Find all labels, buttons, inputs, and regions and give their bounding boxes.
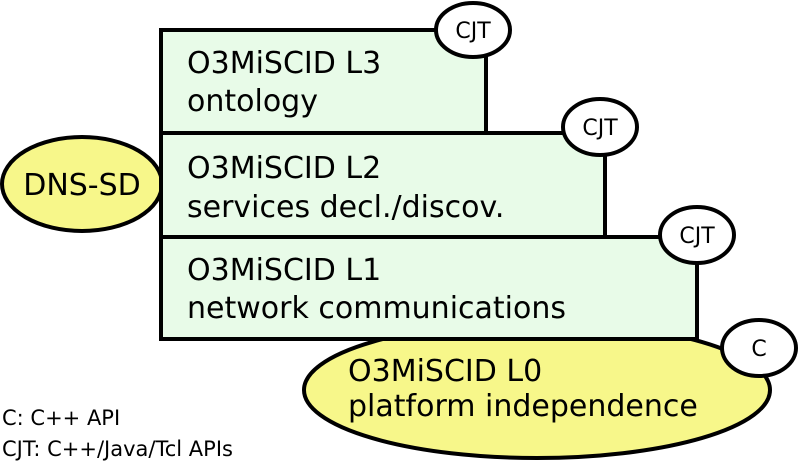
layer-l2-badge-label: CJT bbox=[582, 116, 618, 141]
layer-l3-title: O3MiSCID L3 bbox=[187, 46, 381, 81]
layer-l0-subtitle: platform independence bbox=[348, 389, 698, 424]
layer-l0-badge-label: C bbox=[751, 337, 766, 362]
layer-l1-subtitle: network communications bbox=[187, 291, 566, 326]
layer-l0-title: O3MiSCID L0 bbox=[348, 354, 542, 389]
layer-l1-title: O3MiSCID L1 bbox=[187, 253, 381, 288]
dns-sd-label: DNS-SD bbox=[23, 168, 141, 203]
layer-l1-badge bbox=[658, 205, 736, 265]
layer-l0: O3MiSCID L0 platform independence C bbox=[302, 318, 798, 460]
layer-l2-subtitle: services decl./discov. bbox=[187, 190, 504, 225]
legend-item-cjt: CJT: C++/Java/Tcl APIs bbox=[2, 437, 233, 461]
legend: C: C++ API CJT: C++/Java/Tcl APIs bbox=[2, 406, 233, 461]
layer-l3: O3MiSCID L3 ontology CJT bbox=[159, 1, 512, 135]
layer-l0-badge bbox=[720, 318, 798, 378]
layer-l2: O3MiSCID L2 services decl./discov. CJT bbox=[159, 97, 639, 239]
layer-l1-badge-label: CJT bbox=[679, 224, 715, 249]
layer-l2-title: O3MiSCID L2 bbox=[187, 151, 381, 186]
layer-l2-box bbox=[159, 131, 607, 239]
layer-l3-subtitle: ontology bbox=[187, 84, 318, 119]
layer-l2-badge bbox=[561, 97, 639, 157]
dns-sd-node: DNS-SD bbox=[0, 135, 164, 233]
layer-l3-badge-label: CJT bbox=[455, 19, 491, 44]
legend-item-c: C: C++ API bbox=[2, 406, 120, 430]
layer-l3-box bbox=[159, 28, 488, 135]
layer-l3-badge bbox=[434, 1, 512, 59]
